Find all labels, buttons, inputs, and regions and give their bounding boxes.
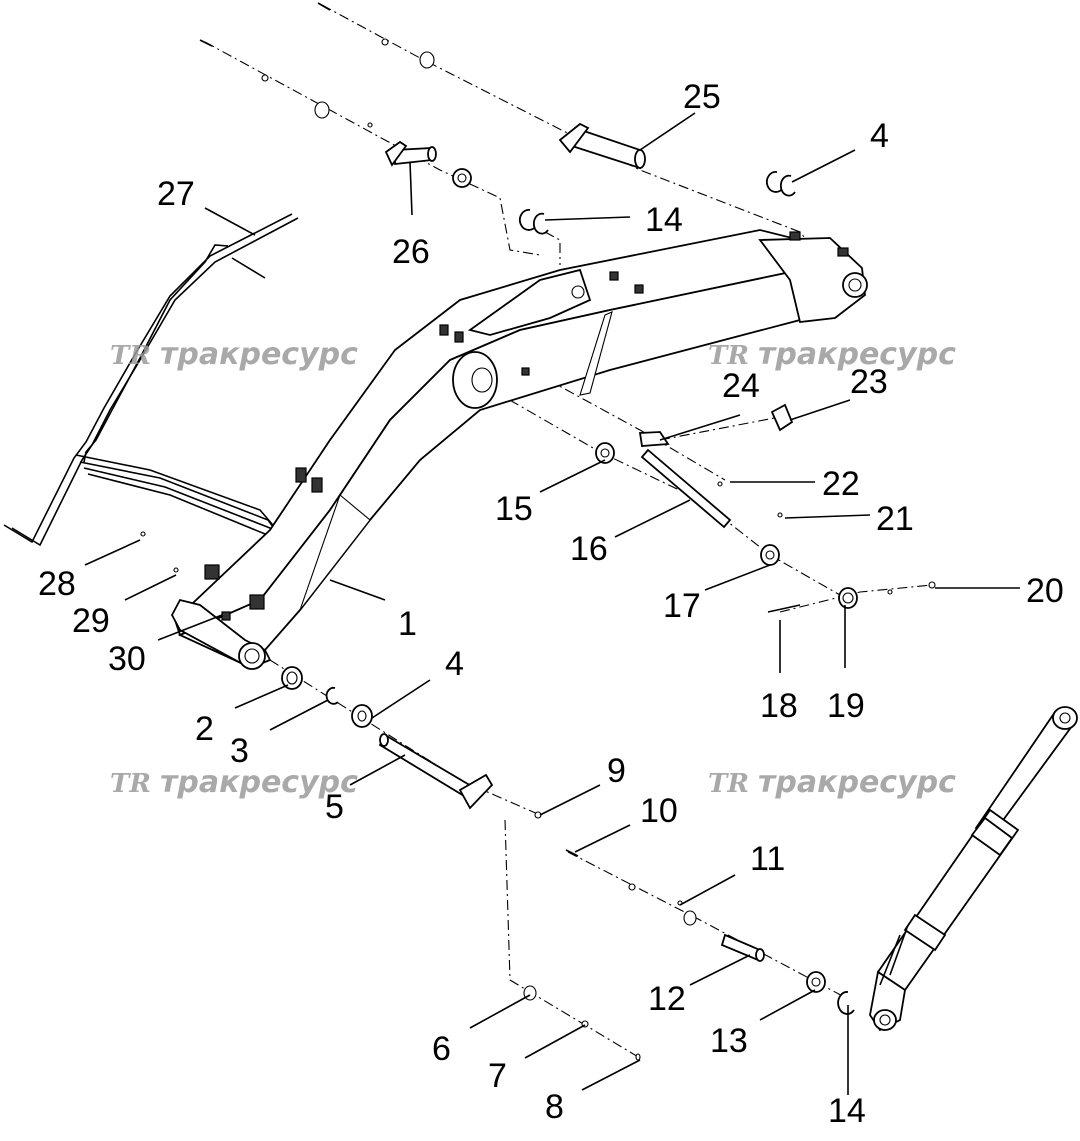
watermark-logo: TR bbox=[708, 341, 749, 371]
label-part-28: 28 bbox=[38, 565, 76, 603]
label-part-10: 10 bbox=[640, 792, 678, 830]
watermark-top-left: TR тракресурс bbox=[110, 337, 358, 372]
label-part-23: 23 bbox=[850, 363, 888, 401]
label-part-8: 8 bbox=[545, 1088, 564, 1126]
label-part-13: 13 bbox=[710, 1022, 748, 1060]
watermark-text: тракресурс bbox=[160, 765, 358, 800]
label-part-9: 9 bbox=[607, 752, 626, 790]
label-part-4-upper: 4 bbox=[870, 117, 889, 155]
label-part-24: 24 bbox=[722, 367, 760, 405]
watermark-logo: TR bbox=[110, 769, 151, 799]
label-part-20: 20 bbox=[1026, 572, 1064, 610]
label-part-30: 30 bbox=[108, 640, 146, 678]
label-part-22: 22 bbox=[822, 465, 860, 503]
label-part-25: 25 bbox=[683, 78, 721, 116]
boom-body bbox=[170, 229, 868, 670]
label-part-26: 26 bbox=[392, 233, 430, 271]
watermark-bottom-left: TR тракресурс bbox=[110, 765, 358, 800]
label-part-14-lower: 14 bbox=[828, 1092, 866, 1130]
leader-lines bbox=[84, 112, 1020, 1095]
label-part-11: 11 bbox=[750, 840, 785, 878]
label-part-6: 6 bbox=[432, 1030, 451, 1068]
label-part-16: 16 bbox=[570, 530, 608, 568]
hose-lines bbox=[3, 213, 299, 561]
boom-cylinder bbox=[869, 706, 1078, 1032]
label-part-17: 17 bbox=[663, 587, 701, 625]
label-part-19: 19 bbox=[827, 687, 865, 725]
label-part-27: 27 bbox=[157, 175, 195, 213]
watermark-text: тракресурс bbox=[758, 337, 956, 372]
watermark-bottom-right: TR тракресурс bbox=[708, 765, 956, 800]
label-part-21: 21 bbox=[876, 500, 914, 538]
label-part-18: 18 bbox=[760, 687, 798, 725]
watermark-text: тракресурс bbox=[160, 337, 358, 372]
label-part-7: 7 bbox=[488, 1057, 507, 1095]
label-part-4-lower: 4 bbox=[445, 645, 464, 683]
label-part-2: 2 bbox=[195, 710, 214, 748]
label-part-5: 5 bbox=[325, 788, 344, 826]
parts bbox=[140, 2, 936, 1061]
label-part-14-upper: 14 bbox=[645, 201, 683, 239]
watermark-logo: TR bbox=[708, 769, 749, 799]
part-labels: 1 2 3 4 4 5 6 7 8 9 10 11 12 13 14 14 15… bbox=[38, 78, 1064, 1130]
label-part-1: 1 bbox=[398, 605, 417, 643]
label-part-3: 3 bbox=[230, 732, 249, 770]
watermark-logo: TR bbox=[110, 341, 151, 371]
label-part-15: 15 bbox=[495, 490, 533, 528]
label-part-12: 12 bbox=[648, 980, 686, 1018]
watermark-top-right: TR тракресурс bbox=[708, 337, 956, 372]
label-part-29: 29 bbox=[72, 602, 110, 640]
watermark-text: тракресурс bbox=[758, 765, 956, 800]
